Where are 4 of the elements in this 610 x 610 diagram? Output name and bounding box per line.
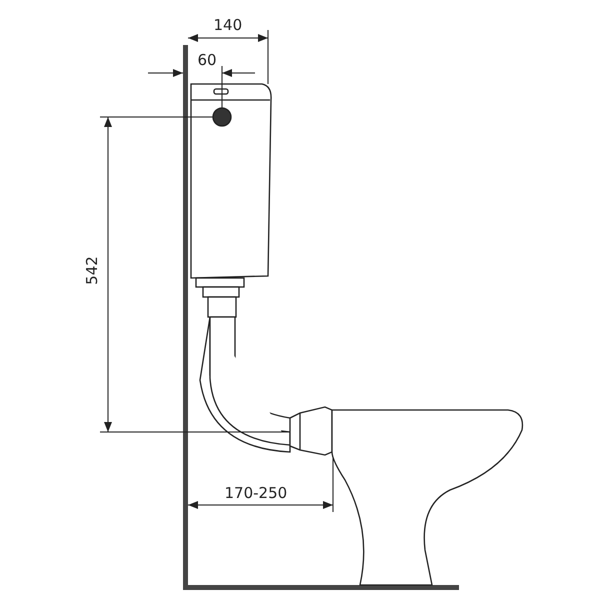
dimension-label: 542 [84,256,100,284]
dimension-label: 170-250 [224,486,288,500]
dimension-label: 60 [198,52,217,68]
dimension-label: 140 [214,18,242,32]
